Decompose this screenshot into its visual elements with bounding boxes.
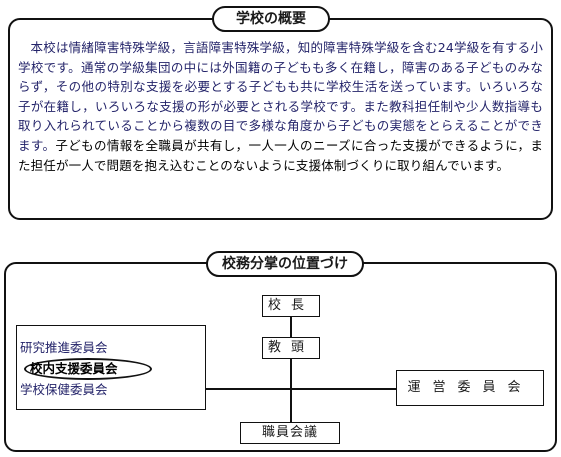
line-management-horizontal <box>290 388 396 390</box>
overview-text-part1: 本校は情緒障害特殊学級，言語障害特殊学級，知的障害特殊学級を含む24学級を有する… <box>18 40 543 153</box>
overview-title: 学校の概要 <box>212 6 330 32</box>
committee-support: 校内支援委員会 <box>30 361 118 376</box>
overview-text: 本校は情緒障害特殊学級，言語障害特殊学級，知的障害特殊学級を含む24学級を有する… <box>18 38 543 218</box>
line-principal-vice <box>290 317 292 337</box>
principal-node: 校長 <box>262 295 320 317</box>
highlight-oval <box>24 358 152 380</box>
line-vice-staff <box>290 359 292 422</box>
committee-research: 研究推進委員会 <box>20 340 108 355</box>
management-committee-node: 運営委員会 <box>396 370 544 406</box>
committee-health: 学校保健委員会 <box>20 382 108 397</box>
line-committees-horizontal <box>206 388 292 390</box>
vice-principal-node: 教頭 <box>262 337 320 359</box>
overview-text-part2: 子どもの情報を全職員が共有し，一人一人のニーズに合った支援ができるように，また担… <box>18 137 544 173</box>
org-chart-title: 校務分掌の位置づけ <box>206 251 364 277</box>
staff-meeting-node: 職員会議 <box>240 422 340 444</box>
